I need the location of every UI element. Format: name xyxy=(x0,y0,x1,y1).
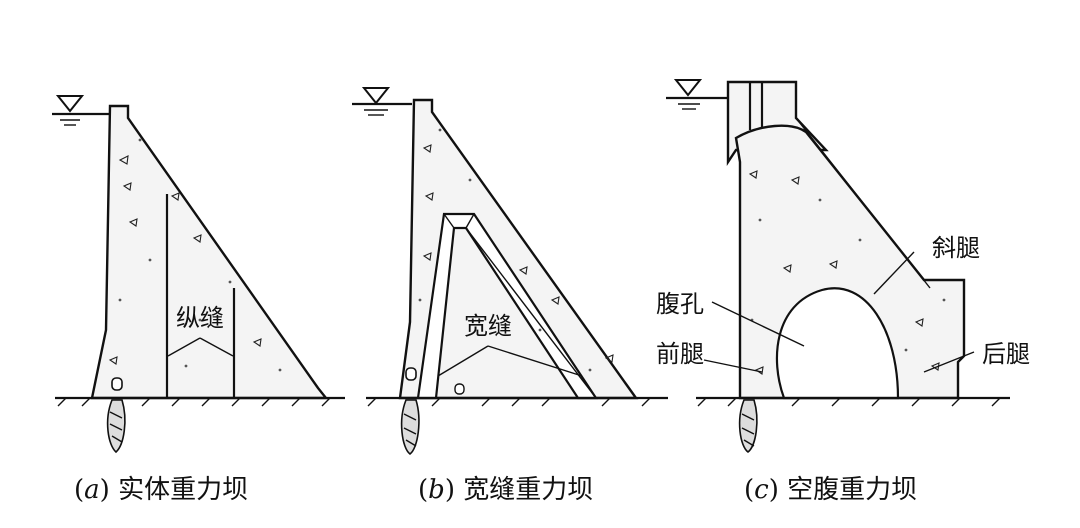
gallery xyxy=(405,367,417,381)
grout-curtain xyxy=(400,399,420,456)
panel-c: 斜腿 腹孔 前腿 后腿 (c) 空腹重力坝 xyxy=(656,79,1030,505)
rear-leg-label: 后腿 xyxy=(982,340,1030,368)
wide-slot-label: 宽缝 xyxy=(464,312,512,340)
caption-c: (c) 空腹重力坝 xyxy=(744,475,917,505)
belly-cavity xyxy=(775,287,900,400)
longitudinal-joint-label: 纵缝 xyxy=(176,304,224,332)
caption-b: (b) 宽缝重力坝 xyxy=(418,475,593,505)
slotted-dam-body xyxy=(398,98,639,400)
solid-dam-body xyxy=(90,104,329,400)
inclined-leg-label: 斜腿 xyxy=(932,234,980,262)
foundation-ground xyxy=(55,396,345,407)
water-level-icon xyxy=(352,87,412,116)
foundation-ground xyxy=(696,396,1010,407)
belly-hole-label: 腹孔 xyxy=(656,290,704,318)
water-level-icon xyxy=(666,79,730,110)
grout-curtain xyxy=(738,399,758,454)
water-level-icon xyxy=(52,95,112,126)
concrete-texture xyxy=(108,138,282,372)
gallery xyxy=(454,383,465,395)
gallery xyxy=(111,377,123,391)
foundation-ground xyxy=(366,396,668,407)
panel-b: 宽缝 (b) 宽缝重力坝 xyxy=(352,87,668,505)
concrete-texture xyxy=(418,128,614,372)
grout-curtain xyxy=(106,399,126,454)
front-leg-label: 前腿 xyxy=(656,340,704,368)
caption-a: (a) 实体重力坝 xyxy=(74,475,248,505)
panel-a: 纵缝 (a) 实体重力坝 xyxy=(52,95,345,505)
